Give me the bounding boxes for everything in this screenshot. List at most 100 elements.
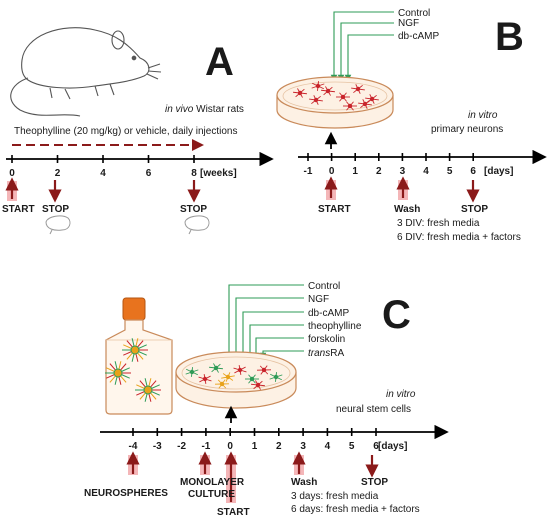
rat-icon — [10, 27, 162, 117]
treatment-label-c-3: theophylline — [308, 321, 362, 332]
axis-b-tick-label-3: 2 — [376, 166, 382, 177]
neurosphere-2 — [135, 378, 161, 402]
treatment-label-c-1: NGF — [308, 294, 329, 305]
neuron-b-4 — [351, 84, 365, 94]
panel-b: B Control NGF db-cAMP in vitro primary n… — [276, 8, 547, 243]
neuron-c-8 — [214, 379, 230, 389]
axis-c-tick-label-10: 6 — [373, 441, 379, 452]
monolayer-label-2: CULTURE — [188, 489, 235, 500]
neuron-c-3 — [221, 372, 235, 382]
wash-label-c: Wash — [291, 477, 317, 488]
neuron-c-0 — [185, 367, 199, 377]
unit-days-b: [days] — [484, 166, 513, 177]
neuron-c-7 — [269, 372, 283, 382]
panel-b-model-1: in vitro — [468, 110, 498, 121]
neuron-b-2 — [321, 86, 335, 96]
axis-c-tick-label-5: 1 — [252, 441, 258, 452]
axis-c-tick-label-0: -4 — [129, 441, 138, 452]
monolayer-label-1: MONOLAYER — [180, 477, 245, 488]
axis-b-tick-label-1: 0 — [329, 166, 335, 177]
axis-c-tick-label-1: -3 — [153, 441, 162, 452]
neuron-c-4 — [233, 365, 247, 375]
treatment-label-c-4: forskolin — [308, 334, 345, 345]
neuron-b-7 — [311, 81, 325, 91]
axis-b-tick-label-2: 1 — [352, 166, 358, 177]
treatment-label-c-2: db-cAMP — [308, 308, 349, 319]
start-label-c: START — [217, 507, 250, 518]
neuron-c-9 — [251, 380, 265, 390]
note-b-2: 6 DIV: fresh media + factors — [397, 232, 521, 243]
neuron-c-6 — [256, 365, 272, 375]
stop-label-a2: STOP — [180, 204, 207, 215]
stop-label-b: STOP — [461, 204, 488, 215]
axis-a-tick-label-0: 0 — [9, 168, 15, 179]
note-c-2: 6 days: fresh media + factors — [291, 504, 420, 515]
unit-weeks: [weeks] — [200, 168, 237, 179]
axis-b-tick-label-6: 5 — [447, 166, 453, 177]
panel-a: A in vivo Wistar rats Theophylline (20 m… — [2, 27, 274, 235]
axis-a-tick-label-2: 4 — [100, 168, 106, 179]
treatment-label-b-2: db-cAMP — [398, 31, 439, 42]
culture-flask-icon — [105, 297, 173, 415]
neuron-c-5 — [245, 374, 259, 384]
neurons-c — [185, 363, 283, 390]
panel-c: C Control NGF db-cAMP theophylline forsk… — [84, 281, 449, 518]
treatment-lines-c — [225, 284, 304, 360]
tick-marks-b: -1 0 1 2 3 4 5 6 — [304, 153, 476, 177]
neurons-b — [293, 81, 379, 111]
note-b-1: 3 DIV: fresh media — [397, 218, 480, 229]
stop-label-a1: STOP — [42, 204, 69, 215]
treatment-label-c-0: Control — [308, 281, 340, 292]
petri-dish-c — [175, 351, 297, 409]
axis-c-tick-label-2: -2 — [177, 441, 186, 452]
stop-label-c: STOP — [361, 477, 388, 488]
neuron-b-0 — [293, 88, 307, 98]
treatment-lines-b — [330, 11, 394, 82]
neuron-c-2 — [209, 363, 223, 373]
neuron-b-1 — [309, 95, 323, 105]
axis-c-tick-label-6: 2 — [276, 441, 282, 452]
axis-a-tick-label-4: 8 — [191, 168, 197, 179]
axis-b-tick-label-4: 3 — [400, 166, 406, 177]
petri-dish-b — [276, 76, 394, 129]
panel-c-letter: C — [382, 293, 411, 337]
neurosphere-clusters — [105, 338, 161, 402]
tick-marks-c: -4 -3 -2 -1 0 1 2 3 4 5 6 — [129, 428, 379, 452]
neuron-c-1 — [198, 374, 212, 384]
axis-b-tick-label-5: 4 — [423, 166, 429, 177]
panel-b-letter: B — [495, 15, 524, 59]
neuron-b-3 — [336, 92, 350, 102]
note-c-1: 3 days: fresh media — [291, 491, 379, 502]
neuron-b-8 — [358, 99, 372, 109]
neurosphere-1 — [105, 361, 131, 385]
neuron-b-6 — [343, 101, 357, 111]
axis-c-tick-label-7: 3 — [300, 441, 306, 452]
panel-a-model: in vivo Wistar rats — [165, 104, 244, 115]
axis-a-tick-label-1: 2 — [55, 168, 61, 179]
treatment-label-b-1: NGF — [398, 18, 419, 29]
axis-b-tick-label-0: -1 — [304, 166, 313, 177]
axis-c-tick-label-3: -1 — [201, 441, 210, 452]
injection-label: Theophylline (20 mg/kg) or vehicle, dail… — [14, 126, 237, 137]
axis-b-tick-label-7: 6 — [470, 166, 476, 177]
axis-c-tick-label-4: 0 — [227, 441, 233, 452]
axis-c-tick-label-8: 4 — [325, 441, 331, 452]
panel-b-model-2: primary neurons — [431, 124, 503, 135]
panel-c-model-1: in vitro — [386, 389, 416, 400]
wash-label-b: Wash — [394, 204, 420, 215]
axis-c-tick-label-9: 5 — [349, 441, 355, 452]
axis-a-tick-label-3: 6 — [146, 168, 152, 179]
neurosphere-0 — [122, 338, 148, 362]
start-label-b: START — [318, 204, 351, 215]
brain-icon-2 — [184, 215, 210, 235]
start-label-a: START — [2, 204, 35, 215]
tick-marks-a: 0 2 4 6 8 — [9, 155, 197, 179]
treatment-label-c-5: transRA — [308, 348, 344, 359]
treatment-label-b-0: Control — [398, 8, 430, 19]
panel-a-letter: A — [205, 40, 234, 84]
brain-icon-1 — [45, 215, 71, 235]
neurospheres-label: NEUROSPHERES — [84, 488, 168, 499]
panel-c-model-2: neural stem cells — [336, 404, 411, 415]
